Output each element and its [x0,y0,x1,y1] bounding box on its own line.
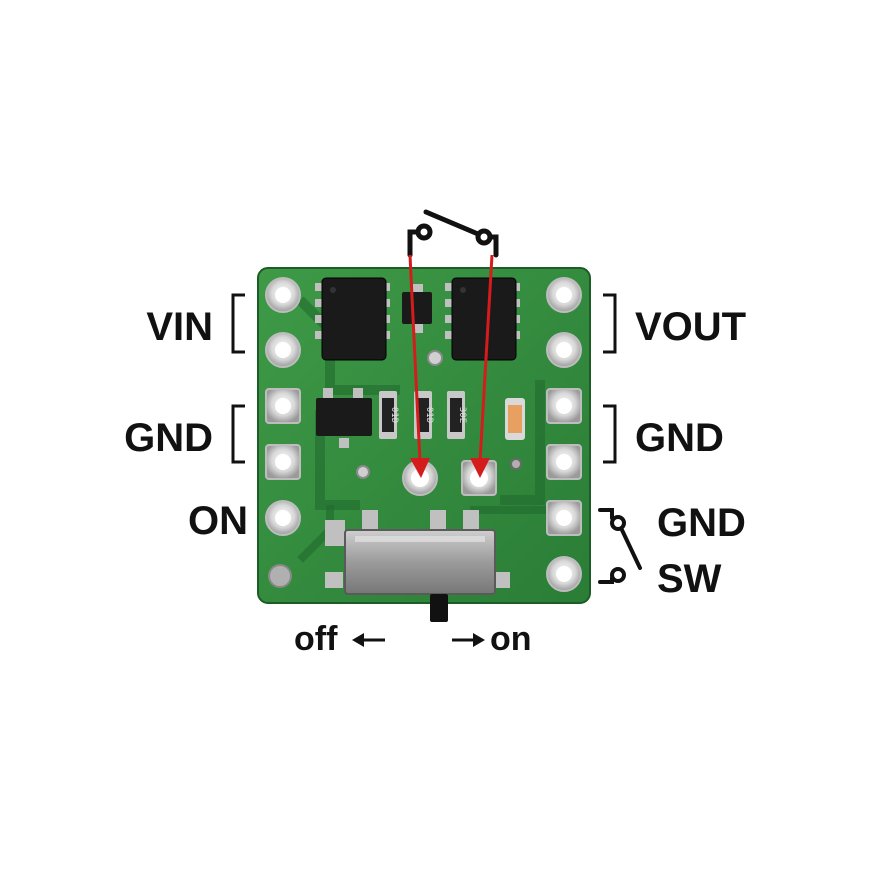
slide-switch [325,510,510,622]
brackets [231,293,617,464]
label-on-direction: on [490,620,532,658]
via-2 [356,465,370,479]
resistor-3: 30E [447,391,467,439]
right-pads [546,277,582,592]
bracket-gnd-left [231,404,245,464]
red-arrows [408,254,494,478]
transistor-top [402,284,443,366]
label-gnd-right: GND [635,416,724,460]
pushbutton-symbol-icon [407,209,499,258]
arrow-left-icon [352,633,385,647]
label-gnd-left: GND [124,416,213,460]
transistor-mid [316,388,372,448]
left-pads [265,277,301,588]
arrow-head-right-icon [470,458,490,478]
label-vin: VIN [146,305,213,349]
svg-text:30E: 30E [457,407,467,423]
label-vout: VOUT [635,305,746,349]
via-1 [427,350,443,366]
mosfet-right [445,277,520,361]
led [505,398,525,440]
svg-text:01D: 01D [424,407,434,423]
bracket-vout [603,293,617,354]
switch-symbol-icon [598,508,642,584]
bracket-vin [231,293,245,354]
label-gnd-sw: GND [657,501,746,545]
bracket-gnd-right [603,404,617,464]
svg-text:01D: 01D [389,407,399,423]
label-on: ON [188,499,248,543]
resistor-1: 01D [379,391,399,439]
switch-lever [430,594,448,622]
arrow-right-icon [452,633,485,647]
switch-pads [356,458,522,496]
via-3 [510,458,522,470]
mounting-pad [268,564,292,588]
label-sw: SW [657,557,722,601]
arrow-head-left-icon [410,458,430,478]
label-off: off [294,620,338,658]
mosfet-left [315,277,390,361]
